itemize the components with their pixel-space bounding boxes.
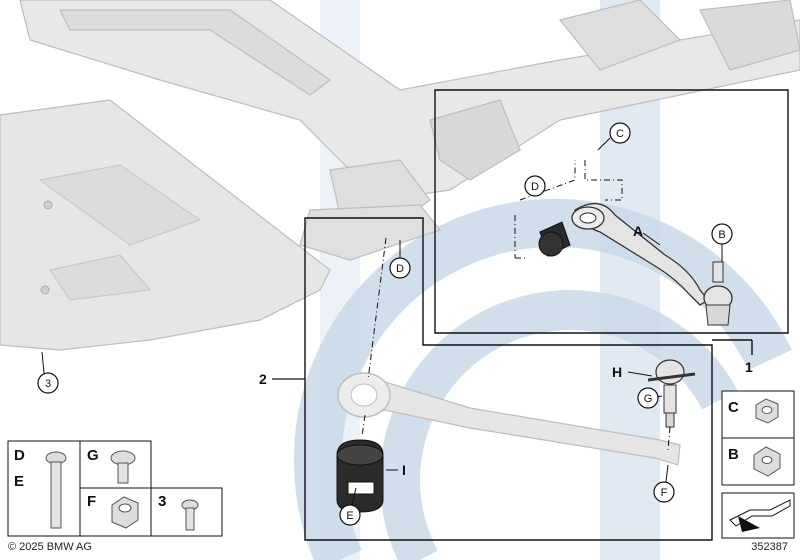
group-1-frame	[434, 89, 789, 334]
callout-f: F	[653, 464, 675, 503]
callout-b: B	[711, 223, 733, 245]
callout-i-label: I	[402, 462, 406, 478]
legend-c: C	[728, 399, 739, 416]
nut-legend: C B	[721, 390, 795, 539]
callout-e: E	[339, 487, 361, 526]
axle-carrier-frame	[19, 0, 800, 261]
group-2-frame	[304, 217, 713, 541]
callout-d-top: D	[524, 175, 546, 197]
callout-g-text: G	[644, 393, 653, 405]
callout-d-mid: D	[389, 240, 411, 279]
copyright-text: © 2025 BMW AG	[8, 541, 92, 553]
callout-c-top: C	[597, 122, 631, 151]
control-arm-assembly	[514, 160, 733, 326]
legend-g: G	[87, 447, 99, 464]
legend-e: E	[14, 473, 24, 490]
callout-3-text: 3	[45, 378, 51, 390]
callout-c-top-text: C	[616, 128, 624, 140]
legend-f: F	[87, 493, 96, 510]
callout-b-text: B	[718, 229, 725, 241]
callout-f-text: F	[661, 487, 668, 499]
group-2-label: 2	[259, 371, 267, 387]
diagram-number: 352387	[751, 541, 788, 553]
tension-strut-assembly	[336, 237, 696, 513]
callouts: C D B A D 3 2 1 H G I	[37, 122, 753, 526]
callout-h-label: H	[612, 364, 622, 380]
callout-d-top-text: D	[531, 181, 539, 193]
legend-d: D	[14, 447, 25, 464]
group-frames	[304, 89, 789, 541]
group-1-label: 1	[745, 359, 753, 375]
callout-3: 3	[37, 351, 59, 394]
hardware-legend: D E G F 3	[7, 440, 223, 537]
legend-3: 3	[158, 493, 166, 510]
underbody-plate	[0, 99, 331, 351]
callout-g: G	[637, 387, 659, 409]
callout-a-label: A	[633, 223, 643, 239]
legend-b: B	[728, 446, 739, 463]
callout-e-text: E	[346, 510, 353, 522]
callout-d-mid-text: D	[396, 263, 404, 275]
